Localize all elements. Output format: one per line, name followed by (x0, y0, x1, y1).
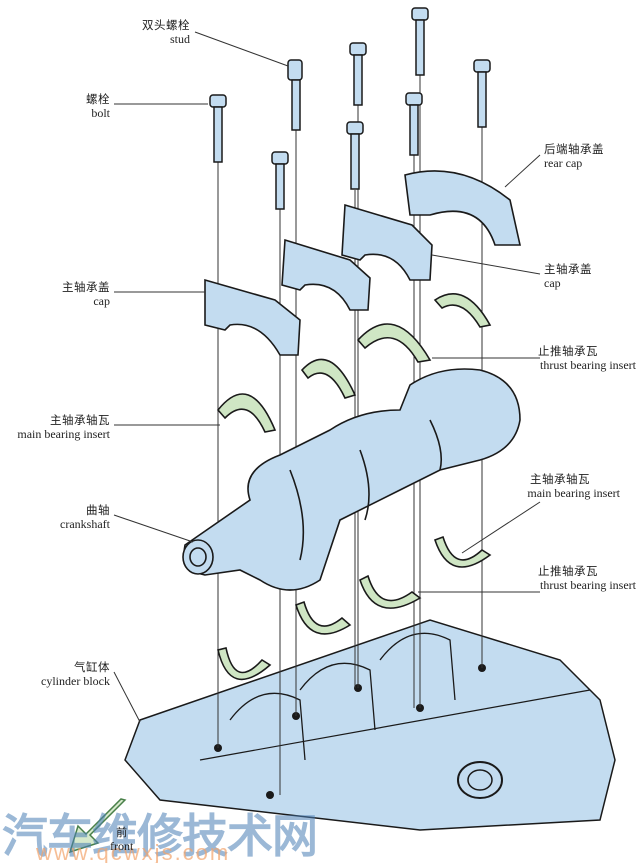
crankshaft (182, 368, 521, 591)
label-bolt: 螺栓 bolt (86, 92, 110, 121)
front-direction-label: 前 front (110, 826, 134, 854)
watermark-url: www.qcwxjs.com (36, 840, 231, 863)
label-rear-cap: 后端轴承盖 rear cap (544, 142, 604, 171)
watermark-chinese: 汽车维修技术网 (2, 809, 318, 863)
label-cap-right: 主轴承盖 cap (544, 262, 592, 291)
label-main-bearing-right: 主轴承轴瓦 main bearing insert (527, 472, 620, 501)
label-thrust-upper: 止推轴承瓦 thrust bearing insert (538, 344, 636, 373)
main-bearing-caps (204, 170, 521, 356)
bearing-inserts (216, 293, 492, 681)
label-main-bearing-left: 主轴承轴瓦 main bearing insert (17, 413, 110, 442)
leader-lines (113, 31, 541, 723)
label-cylinder-block: 气缸体 cylinder block (41, 660, 110, 689)
arrow-down-left-icon (68, 798, 127, 854)
label-thrust-lower: 止推轴承瓦 thrust bearing insert (538, 564, 636, 593)
cylinder-block (124, 619, 616, 831)
label-cap-left: 主轴承盖 cap (62, 280, 110, 309)
bolts (209, 7, 491, 210)
label-stud: 双头螺栓 stud (142, 18, 190, 47)
label-crankshaft: 曲轴 crankshaft (60, 503, 110, 532)
